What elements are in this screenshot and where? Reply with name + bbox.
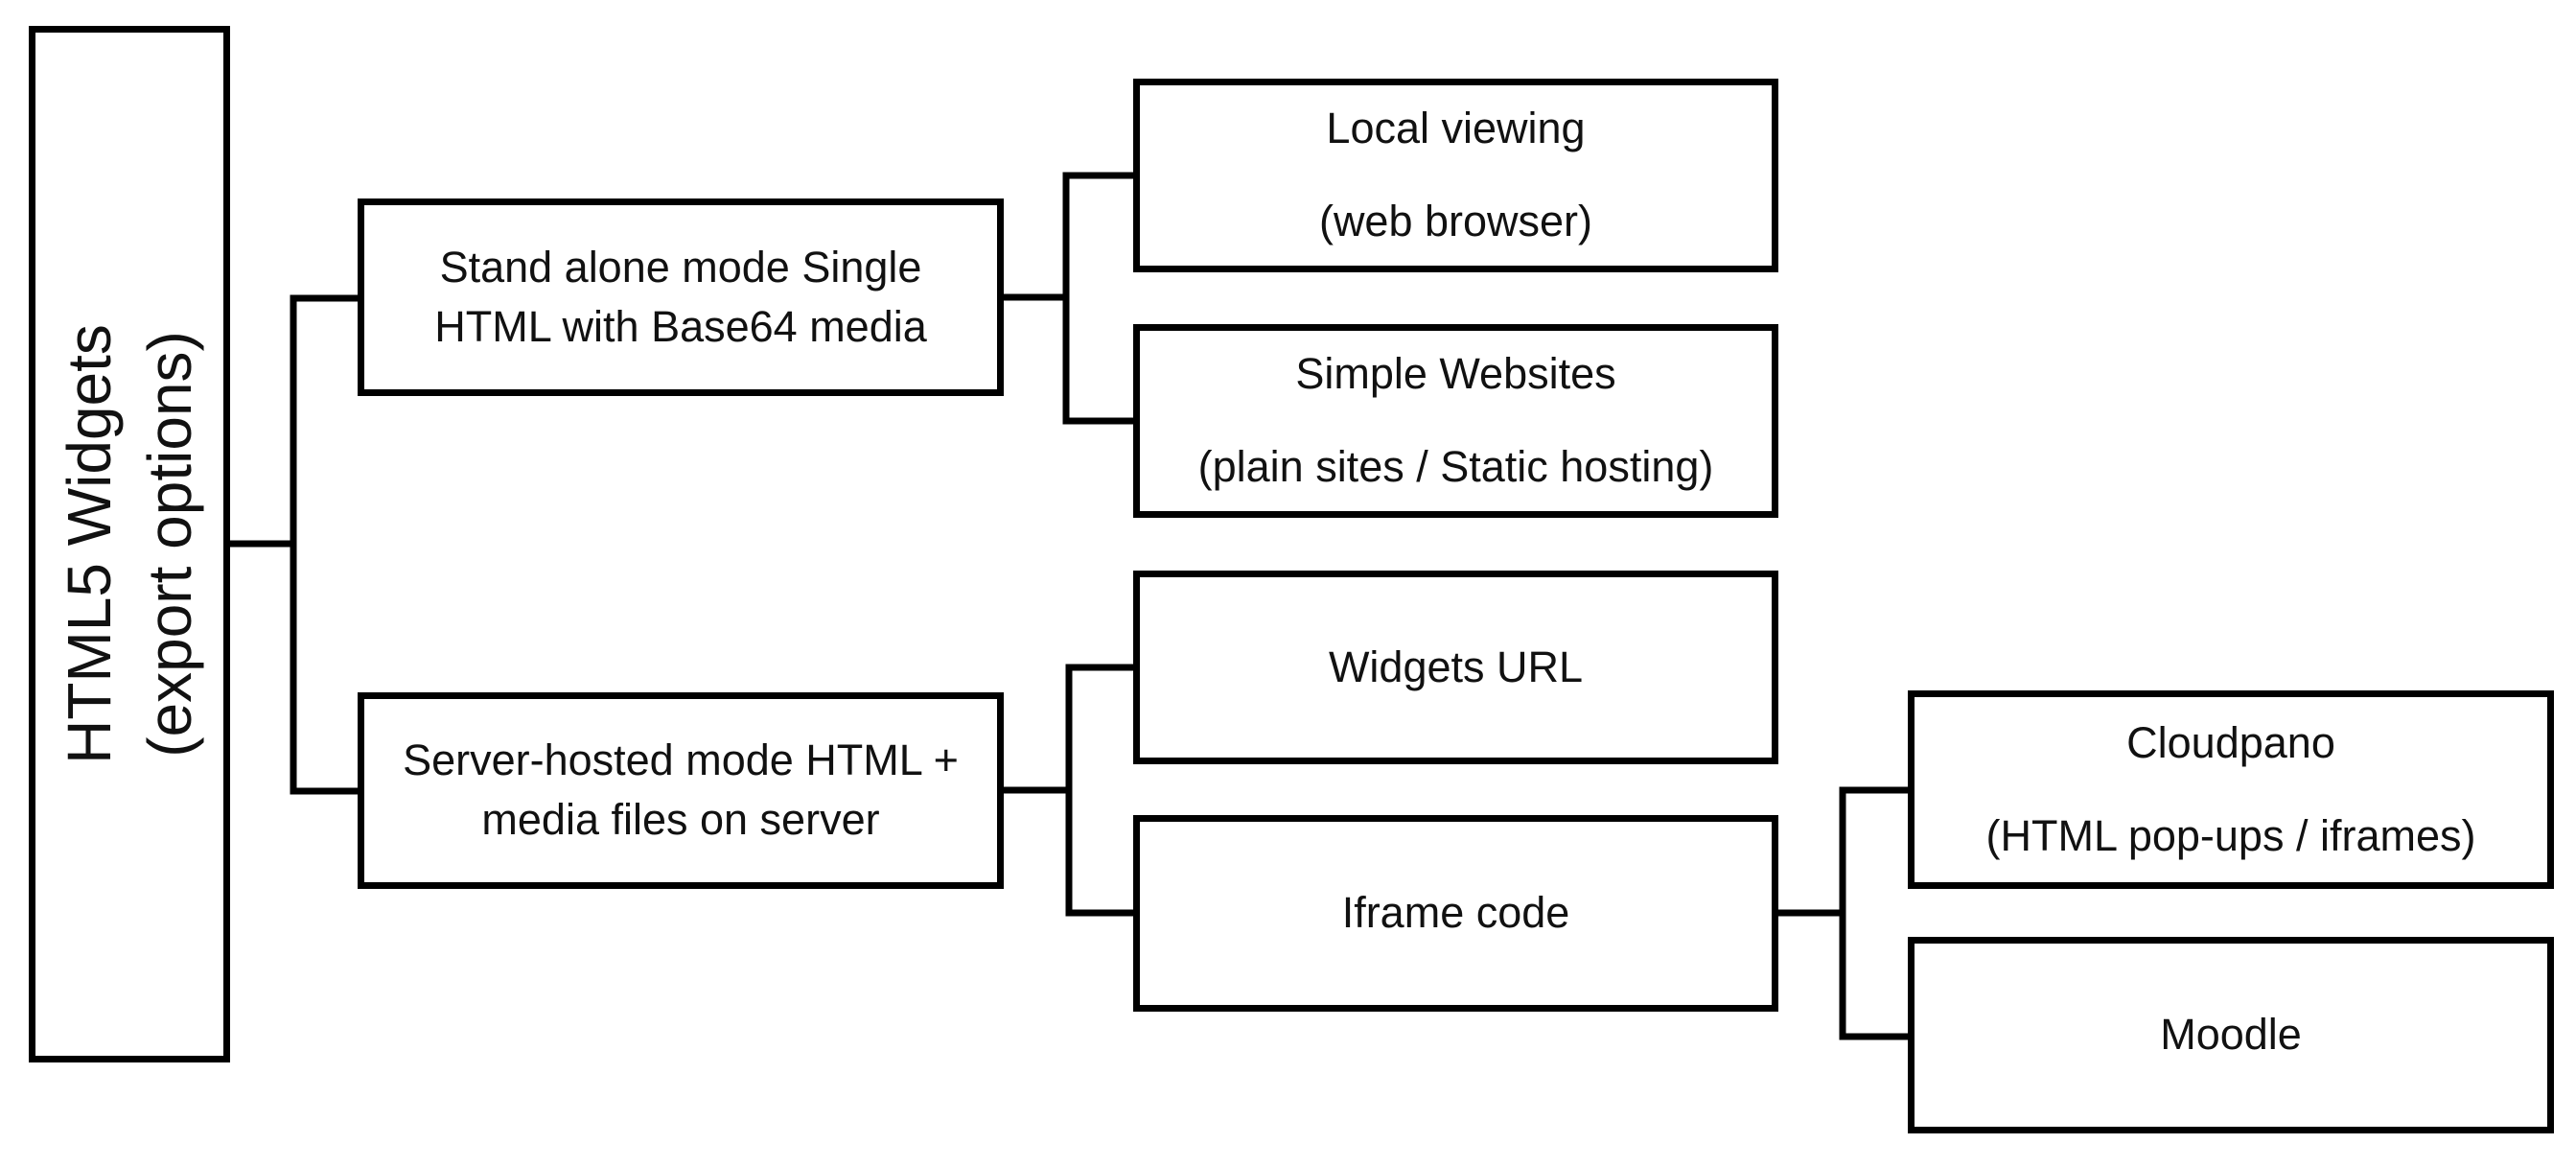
node-serverhosted-mode: Server-hosted mode HTML + media files on… bbox=[358, 692, 1004, 889]
local-viewing-label-line-2: (web browser) bbox=[1318, 197, 1593, 245]
simple-websites-label-line-2: (plain sites / Static hosting) bbox=[1197, 442, 1714, 491]
standalone-label-line-1: Stand alone mode Single bbox=[439, 242, 922, 292]
iframe-code-label: Iframe code bbox=[1341, 888, 1570, 938]
local-viewing-label-line-1: Local viewing bbox=[1326, 104, 1586, 153]
node-standalone-mode: Stand alone mode Single HTML with Base64… bbox=[358, 198, 1004, 396]
standalone-label-line-2: HTML with Base64 media bbox=[434, 301, 927, 351]
root-rotated-label: HTML5 Widgets (export options) bbox=[49, 324, 211, 764]
widgets-url-label: Widgets URL bbox=[1328, 642, 1584, 691]
serverhosted-label-line-2: media files on server bbox=[481, 795, 880, 844]
root-label-line-2: (export options) bbox=[135, 331, 204, 758]
node-iframe-code: Iframe code bbox=[1133, 815, 1778, 1012]
cloudpano-label-line-2: (HTML pop-ups / iframes) bbox=[1985, 810, 2476, 860]
node-moodle: Moodle bbox=[1908, 937, 2554, 1133]
connector-standalone-bracket bbox=[1062, 172, 1133, 425]
simple-websites-label-line-1: Simple Websites bbox=[1295, 349, 1616, 399]
node-simple-websites: Simple Websites (plain sites / Static ho… bbox=[1133, 324, 1778, 518]
node-html5-widgets-root: HTML5 Widgets (export options) bbox=[29, 26, 230, 1062]
root-label-line-1: HTML5 Widgets bbox=[54, 324, 124, 764]
connector-iframe-bracket bbox=[1839, 786, 1908, 1040]
serverhosted-label-line-1: Server-hosted mode HTML + bbox=[403, 735, 959, 785]
connector-root-bracket bbox=[290, 294, 358, 795]
node-local-viewing: Local viewing (web browser) bbox=[1133, 79, 1778, 272]
moodle-label: Moodle bbox=[2160, 1010, 2302, 1060]
cloudpano-label-line-1: Cloudpano bbox=[2126, 717, 2335, 767]
node-widgets-url: Widgets URL bbox=[1133, 571, 1778, 764]
node-cloudpano: Cloudpano (HTML pop-ups / iframes) bbox=[1908, 690, 2554, 889]
connector-serverhosted-bracket bbox=[1065, 664, 1133, 917]
